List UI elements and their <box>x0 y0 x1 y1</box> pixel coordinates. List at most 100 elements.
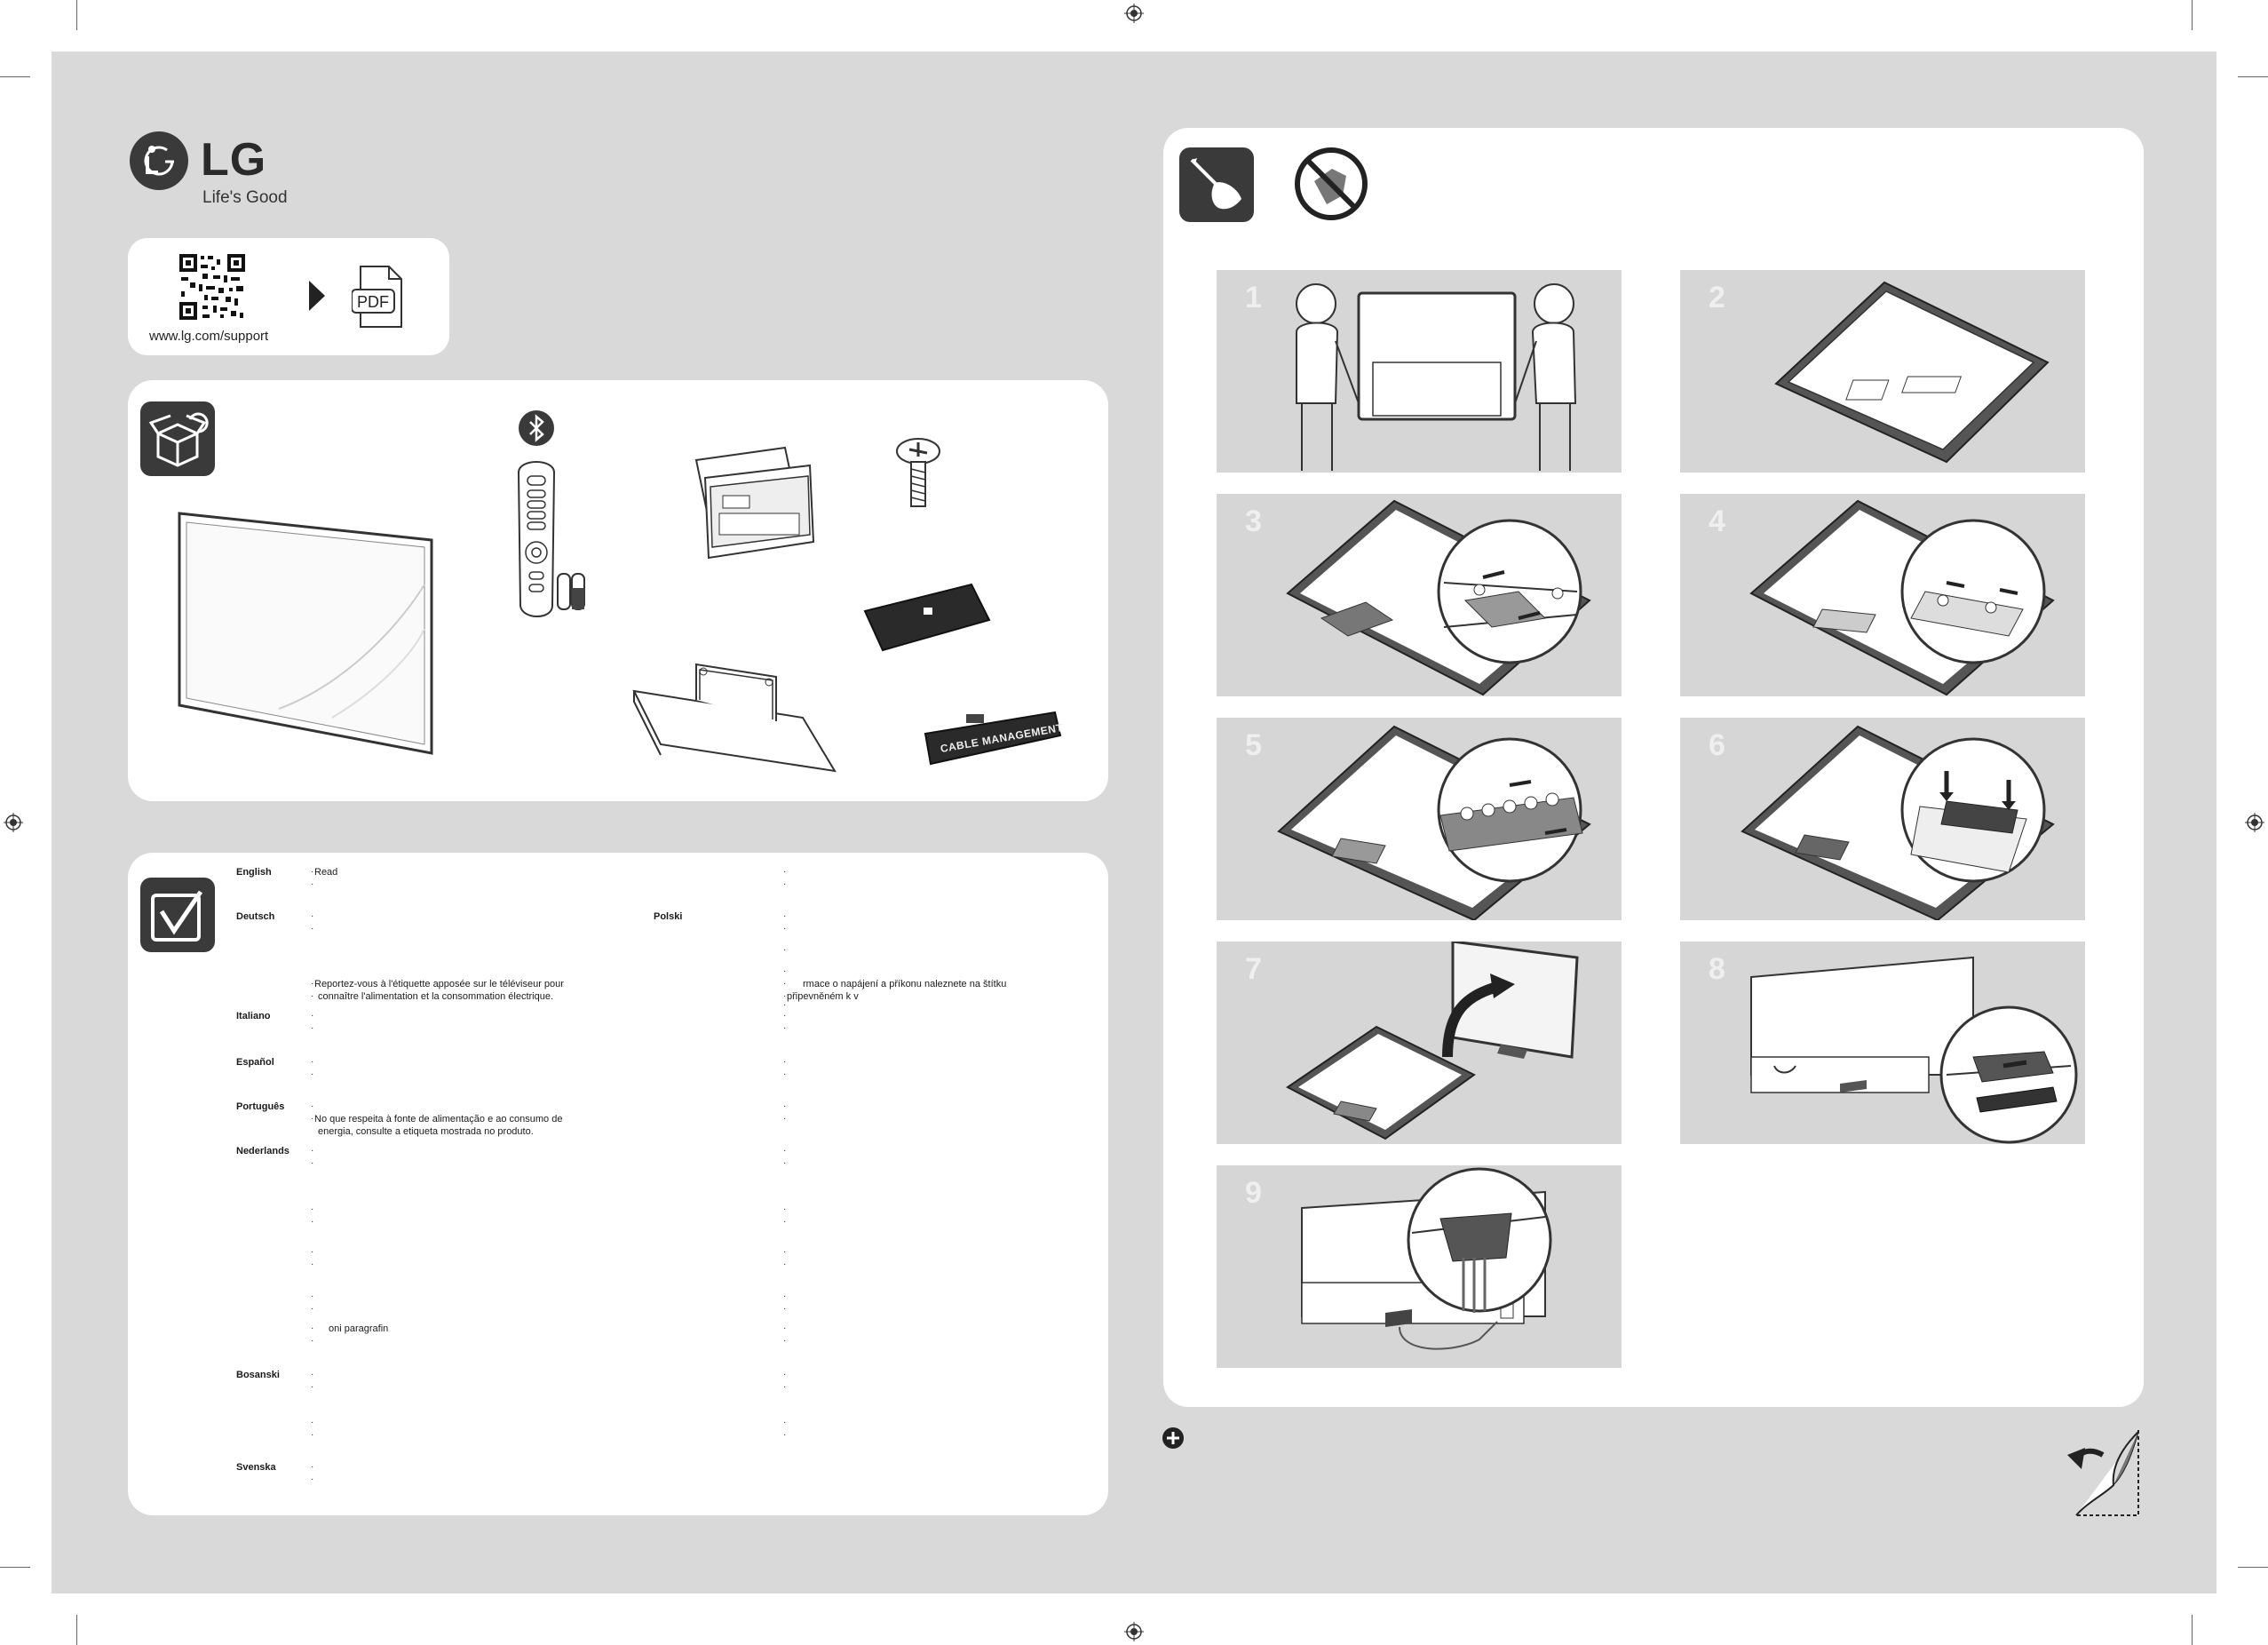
bullet-dot: · <box>783 1260 787 1269</box>
registration-mark-right <box>2245 813 2264 832</box>
pdf-document-icon[interactable]: PDF <box>352 265 403 329</box>
bullet-dot: · <box>783 911 787 921</box>
screwdriver-icon <box>1179 147 1254 222</box>
bullet-dot: · <box>311 1336 314 1346</box>
step-7: 7 <box>1217 942 1622 1144</box>
language-espanol: Español <box>236 1057 274 1068</box>
step-2: 2 <box>1680 270 2085 473</box>
step-1: 1 <box>1217 270 1622 473</box>
czech-text-line-2: připevněném k v <box>787 991 859 1002</box>
arrow-right-icon <box>309 281 325 311</box>
stand-cover-image <box>863 583 991 652</box>
bullet-dot: · <box>311 991 314 1001</box>
bullet-dot: · <box>311 1462 314 1472</box>
bullet-dot: · <box>311 1023 314 1033</box>
language-bosanski: Bosanski <box>236 1370 280 1380</box>
lg-face-icon <box>130 131 188 190</box>
crop-mark <box>2238 1567 2268 1568</box>
language-svenska: Svenska <box>236 1462 276 1473</box>
step-5: 5 <box>1217 718 1622 920</box>
no-power-tool-icon <box>1295 147 1368 220</box>
crop-mark <box>76 1615 77 1645</box>
step-number: 4 <box>1709 505 1725 538</box>
bullet-dot: · <box>311 979 314 989</box>
portuguese-text-line-1: No que respeita à fonte de alimentação e… <box>314 1114 563 1124</box>
lg-logo: LG Life's Good <box>128 130 305 210</box>
step-8: 8 <box>1680 942 2085 1144</box>
step-6: 6 <box>1680 718 2085 920</box>
registration-mark-left <box>4 813 23 832</box>
step-number: 3 <box>1245 505 1262 538</box>
step-number: 7 <box>1245 952 1262 986</box>
step-number: 6 <box>1709 728 1725 762</box>
bullet-dot: · <box>783 966 787 976</box>
bullet-dot: · <box>311 1069 314 1079</box>
registration-mark-bottom <box>1124 1622 1144 1641</box>
bullet-dot: · <box>311 1260 314 1269</box>
bullet-dot: · <box>783 1011 787 1021</box>
stand-base-image <box>632 663 837 773</box>
bullet-dot: · <box>783 1382 787 1392</box>
bullet-dot: · <box>783 945 787 955</box>
bullet-dot: · <box>783 1023 787 1033</box>
bullet-dot: · <box>311 1101 314 1111</box>
bullet-dot: · <box>783 867 787 877</box>
plus-circle-icon <box>1162 1427 1184 1449</box>
bullet-dot: · <box>311 879 314 889</box>
bullet-dot: · <box>311 911 314 921</box>
bullet-dot: · <box>783 1101 787 1111</box>
bullet-dot: · <box>311 1247 314 1257</box>
brand-name: LG <box>201 134 267 186</box>
remote-control-image <box>517 461 585 617</box>
step-number: 5 <box>1245 728 1262 762</box>
step-number: 1 <box>1245 281 1262 314</box>
step-number: 2 <box>1709 281 1725 314</box>
bullet-dot: · <box>311 1114 314 1124</box>
bullet-dot: · <box>783 1336 787 1346</box>
accessories-panel: CABLE MANAGEMENT <box>128 380 1108 801</box>
language-polski: Polski <box>654 911 683 922</box>
bullet-dot: · <box>783 1000 787 1010</box>
bullet-dot: · <box>311 1291 314 1301</box>
crop-mark <box>2192 1615 2193 1645</box>
bullet-dot: · <box>311 1323 314 1333</box>
bullet-dot: · <box>783 991 787 1001</box>
assembly-panel: 1 2 <box>1163 128 2144 1407</box>
crop-mark <box>2238 76 2268 77</box>
bullet-dot: · <box>311 924 314 934</box>
qr-code-icon[interactable] <box>178 252 247 322</box>
bullet-dot: · <box>783 1158 787 1168</box>
screw-image <box>896 438 940 507</box>
support-url[interactable]: www.lg.com/support <box>149 329 269 344</box>
crop-mark <box>2192 0 2193 30</box>
language-english: English <box>236 867 272 878</box>
manual-sheet: LG Life's Good www.lg.com/support <box>52 52 2216 1593</box>
bullet-dot: · <box>311 1158 314 1168</box>
crop-mark <box>0 76 30 77</box>
bullet-dot: · <box>783 1204 787 1214</box>
bullet-dot: · <box>783 1430 787 1440</box>
turn-page-icon <box>2067 1430 2139 1516</box>
bullet-dot: · <box>783 879 787 889</box>
czech-text-line-1: rmace o napájení a příkonu naleznete na … <box>803 979 1007 989</box>
bullet-dot: · <box>311 1474 314 1484</box>
language-nederlands: Nederlands <box>236 1146 289 1156</box>
bullet-dot: · <box>783 1247 787 1257</box>
portuguese-text-line-2: energia, consulte a etiqueta mostrada no… <box>318 1126 534 1137</box>
step-number: 9 <box>1245 1176 1262 1210</box>
bullet-dot: · <box>783 1304 787 1314</box>
step-3: 3 <box>1217 494 1622 696</box>
step-4: 4 <box>1680 494 2085 696</box>
bullet-dot: · <box>783 1057 787 1067</box>
bullet-dot: · <box>783 1217 787 1227</box>
bullet-dot: · <box>783 1146 787 1156</box>
cable-management-part: CABLE MANAGEMENT <box>922 709 1064 771</box>
registration-mark-top <box>1124 4 1144 23</box>
english-text: Read <box>314 867 338 878</box>
bullet-dot: · <box>311 1057 314 1067</box>
crop-mark <box>0 1567 30 1568</box>
bullet-dot: · <box>311 1011 314 1021</box>
bullet-dot: · <box>783 1418 787 1427</box>
language-portugues: Português <box>236 1101 285 1112</box>
french-text-line-1: Reportez-vous à l'étiquette apposée sur … <box>314 979 564 989</box>
